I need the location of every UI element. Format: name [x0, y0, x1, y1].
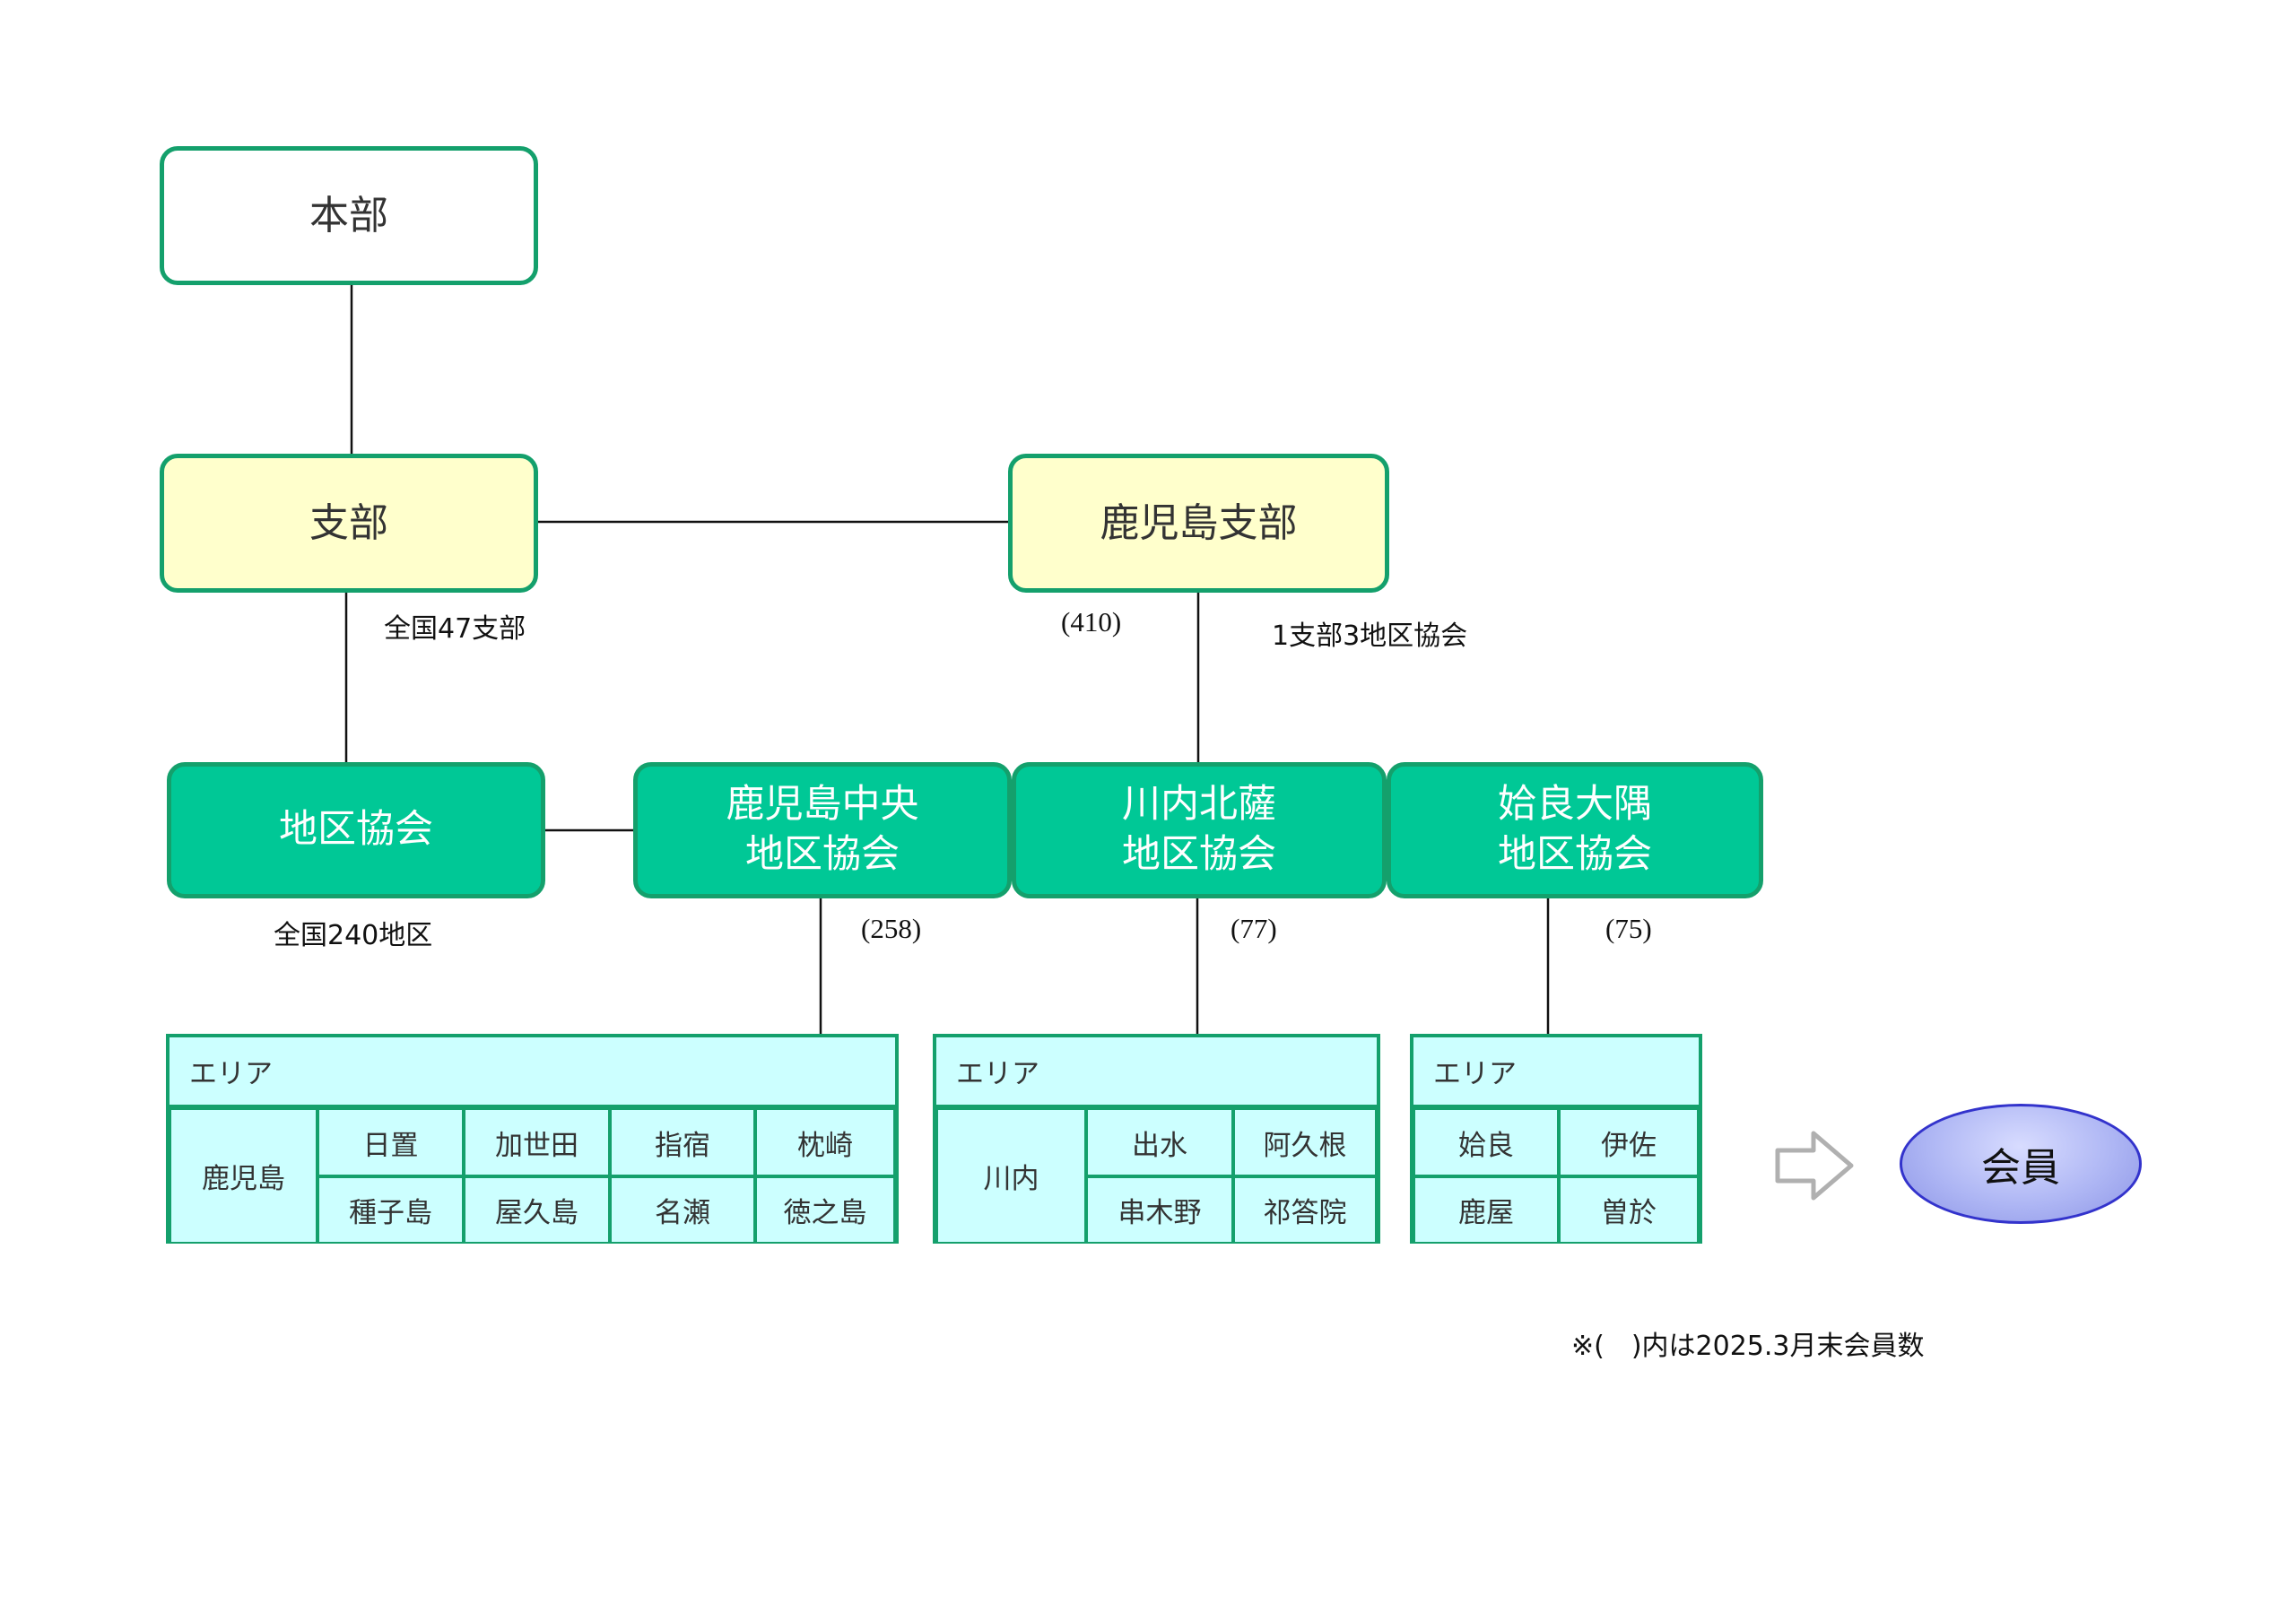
honbu-box: 本部 [160, 146, 538, 285]
hokusatsu-kyokai-label-2: 地区協会 [1122, 832, 1276, 877]
area-cell: 指宿 [610, 1108, 755, 1176]
area-header: エリア [170, 1037, 895, 1108]
kagoshima-shibu-box: 鹿児島支部 [1008, 454, 1389, 593]
shibu-count-label: 全国47支部 [384, 613, 526, 645]
footnote: ※( )内は2025.3月末会員数 [1571, 1331, 1925, 1362]
area-main-cell: 鹿児島 [170, 1108, 317, 1244]
chuo-kyokai-label-1: 鹿児島中央 [726, 782, 919, 828]
kagoshima-count-label: (410) [1061, 606, 1122, 638]
right-arrow-icon [1775, 1131, 1854, 1201]
hokusatsu-kyokai-box: 川内北薩 地区協会 [1012, 762, 1387, 898]
area-header: エリア [936, 1037, 1377, 1108]
area-main-cell: 川内 [936, 1108, 1086, 1244]
area-table-hokusatsu: エリア 川内 出水 阿久根 串木野 祁答院 [933, 1034, 1380, 1244]
area-cell: 加世田 [464, 1108, 610, 1176]
area-cell: 祁答院 [1233, 1176, 1377, 1244]
area-cell: 日置 [317, 1108, 464, 1176]
chiku-count-label: 全国240地区 [274, 920, 433, 951]
chiku-kyokai-box: 地区協会 [167, 762, 545, 898]
member-label: 会員 [1981, 1145, 2060, 1191]
area-table-aira: エリア 姶良 伊佐 鹿屋 曽於 [1410, 1034, 1702, 1244]
member-ellipse: 会員 [1900, 1104, 2142, 1224]
area-cell: 屋久島 [464, 1176, 610, 1244]
hokusatsu-kyokai-label-1: 川内北薩 [1122, 782, 1276, 828]
aira-kyokai-label-2: 地区協会 [1498, 832, 1652, 877]
kagoshima-structure-label: 1支部3地区協会 [1272, 620, 1468, 652]
aira-kyokai-box: 姶良大隅 地区協会 [1387, 762, 1763, 898]
aira-kyokai-label-1: 姶良大隅 [1498, 782, 1652, 828]
chuo-kyokai-label-2: 地区協会 [745, 832, 900, 877]
area-header: エリア [1413, 1037, 1699, 1108]
aira-count-label: (75) [1605, 913, 1652, 944]
area-cell: 徳之島 [755, 1176, 895, 1244]
area-table-chuo: エリア 鹿児島 日置 加世田 指宿 枕崎 種子島 屋久島 名瀬 徳之島 [166, 1034, 899, 1244]
shibu-box: 支部 [160, 454, 538, 593]
area-cell: 鹿屋 [1413, 1176, 1559, 1244]
area-cell: 曽於 [1559, 1176, 1699, 1244]
area-cell: 伊佐 [1559, 1108, 1699, 1176]
kagoshima-shibu-label: 鹿児島支部 [1100, 499, 1298, 546]
area-cell: 枕崎 [755, 1108, 895, 1176]
shibu-label: 支部 [309, 499, 388, 546]
chuo-count-label: (258) [861, 913, 922, 944]
area-cell: 種子島 [317, 1176, 464, 1244]
hokusatsu-count-label: (77) [1231, 913, 1277, 944]
area-cell: 名瀬 [610, 1176, 755, 1244]
area-cell: 出水 [1086, 1108, 1233, 1176]
chiku-kyokai-label: 地区協会 [279, 807, 433, 853]
chuo-kyokai-box: 鹿児島中央 地区協会 [633, 762, 1012, 898]
area-cell: 串木野 [1086, 1176, 1233, 1244]
honbu-label: 本部 [309, 192, 388, 239]
area-cell: 姶良 [1413, 1108, 1559, 1176]
area-cell: 阿久根 [1233, 1108, 1377, 1176]
